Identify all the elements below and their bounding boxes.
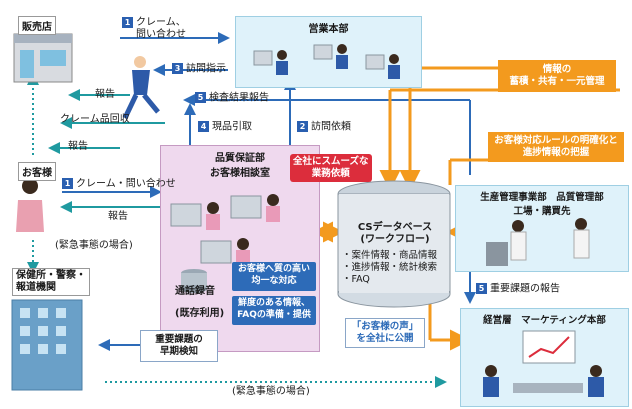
- existing-use-label: (既存利用): [175, 308, 225, 319]
- step-2-number: 2: [297, 121, 308, 132]
- store-label: 販売店: [18, 16, 56, 35]
- flow-emergency-bottom: (緊急事態の場合): [232, 386, 310, 397]
- office-workers-icon: [253, 44, 400, 79]
- cs-database-icon: [337, 180, 451, 308]
- store-building-icon: [13, 33, 73, 83]
- callout-rule-clarification: お客様対応ルールの明確化と 進捗情報の把握: [488, 132, 624, 162]
- flow-report-mid: 報告: [68, 141, 88, 152]
- sales-hq-pane: 営業本部: [235, 16, 422, 88]
- step-3-number: 3: [172, 63, 183, 74]
- lab-workers-icon: [486, 218, 590, 266]
- flow-report-upper: 報告: [95, 89, 115, 100]
- emergency-label: (緊急事態の場合): [55, 240, 133, 251]
- authorities-building-icon: [11, 299, 83, 391]
- callout-publish-voice: 「お客様の声」 を全社に公開: [345, 318, 425, 348]
- callout-early-detection: 重要課題の 早期検知: [140, 330, 218, 362]
- recording-db-icon: [181, 269, 207, 293]
- qa-dept-title: 品質保証部 お客様相談室: [210, 153, 270, 179]
- database-title: CSデータベース (ワークフロー): [357, 222, 433, 245]
- salesman-icon: [122, 56, 160, 120]
- callout-fresh-faq: 鮮度のある情報、 FAQの準備・提供: [232, 296, 316, 325]
- production-title: 生産管理事業部 品質管理部 工場・購買先: [480, 192, 604, 217]
- production-pane: 生産管理事業部 品質管理部 工場・購買先: [455, 185, 629, 272]
- management-pane: 経営層 マーケティング本部: [460, 308, 629, 407]
- flow-report-lower: 報告: [108, 211, 128, 222]
- sales-hq-title: 営業本部: [308, 24, 349, 35]
- database-items: ・案件情報・商品情報 ・進捗情報・統計検索 ・FAQ: [342, 250, 438, 285]
- step-4-number: 4: [198, 121, 209, 132]
- meeting-icon: [483, 330, 604, 397]
- call-recording-label: 通話録音: [175, 286, 215, 297]
- callout-quality-response: お客様へ質の高い 均一な対応: [232, 262, 316, 291]
- callout-info-management: 情報の 蓄積・共有・一元管理: [498, 60, 616, 92]
- flow-claim-collection: クレーム品回収: [60, 114, 130, 125]
- customer-label: お客様: [18, 162, 56, 181]
- customer-icon: [16, 178, 44, 232]
- call-center-icon: [170, 194, 280, 266]
- step-5b-number: 5: [476, 283, 487, 294]
- management-title: 経営層 マーケティング本部: [483, 315, 606, 326]
- authorities-label: 保健所・警察・ 報道機関: [12, 268, 90, 296]
- step-1b-number: 1: [62, 178, 73, 189]
- step-5-number: 5: [195, 92, 206, 103]
- callout-smooth-request: 全社にスムーズな 業務依頼: [290, 154, 372, 182]
- step-1-number: 1: [122, 17, 133, 28]
